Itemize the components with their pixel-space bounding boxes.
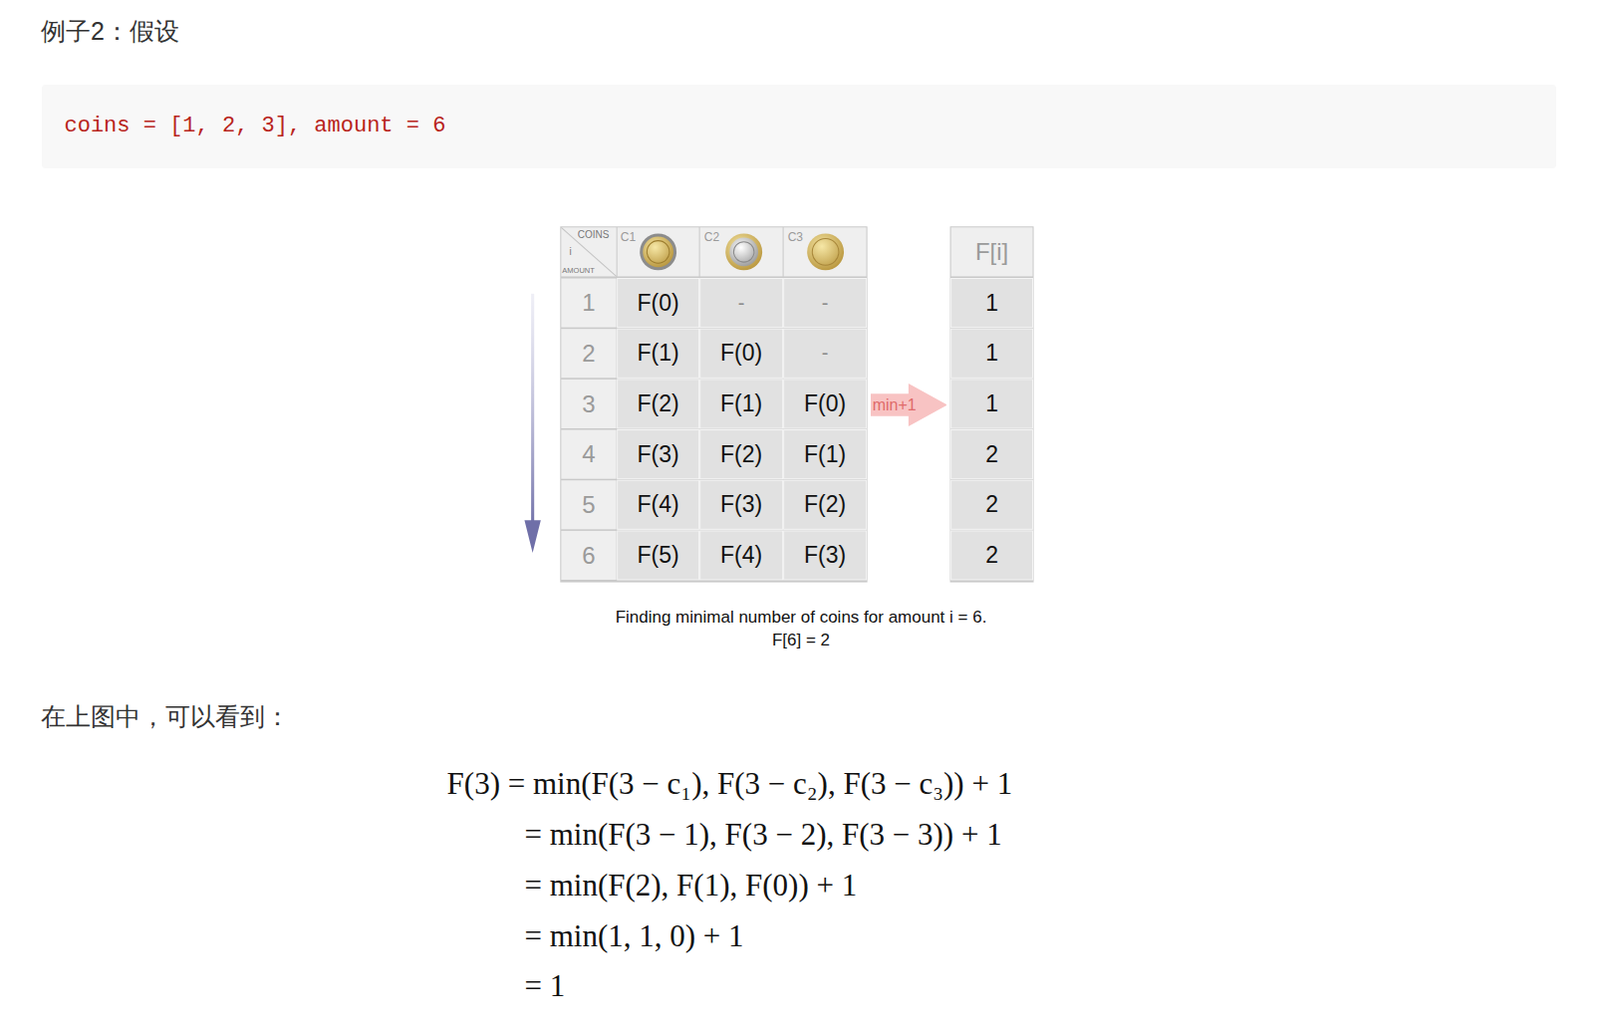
coin-icon	[639, 233, 677, 270]
table-cell: -	[700, 278, 784, 328]
table-cell: F(0)	[617, 278, 700, 328]
table-cell	[700, 430, 784, 480]
table-cell: F(4)	[700, 531, 784, 580]
table-border	[559, 226, 867, 582]
table-cell	[951, 480, 1034, 530]
table-cell	[617, 430, 700, 480]
header-cell	[560, 227, 616, 276]
row-number: 2	[560, 328, 616, 378]
paragraph: 在上图中，可以看到：	[40, 700, 290, 734]
math-line: = min(1, 1, 0) + 1	[524, 918, 744, 955]
table-cell: F(1)	[700, 379, 784, 429]
table-cell: F(4)	[617, 480, 700, 530]
header-cell	[617, 227, 700, 276]
table-cell: F(2)	[700, 430, 784, 480]
row-number-cell	[560, 430, 616, 480]
row-number: 6	[560, 531, 616, 580]
table-cell	[617, 531, 700, 580]
direction-arrow	[524, 293, 540, 553]
coin-icon	[725, 233, 763, 270]
row-number: 1	[560, 278, 616, 328]
row-number-cell	[560, 379, 616, 429]
table-cell	[700, 531, 784, 580]
row-number-cell	[560, 278, 616, 328]
math-line: = 1	[524, 968, 565, 1005]
row-number-cell	[560, 480, 616, 530]
table-cell	[617, 278, 700, 328]
table-cell	[784, 480, 867, 530]
result-cell: 1	[951, 328, 1034, 378]
code-text: coins = [1, 2, 3], amount = 6	[64, 113, 447, 139]
table-cell	[951, 278, 1034, 328]
table-cell	[951, 379, 1034, 429]
coin-icon	[806, 233, 844, 270]
table-cell	[784, 328, 867, 378]
caption: Finding minimal number of coins for amou…	[605, 605, 998, 652]
row-number: 3	[560, 379, 616, 429]
table-cell: F(3)	[784, 531, 867, 580]
header-diagonal	[560, 227, 616, 276]
table-cell: F(1)	[784, 430, 867, 480]
table-cell	[700, 379, 784, 429]
row-number-cell	[560, 531, 616, 580]
table-grid	[559, 226, 1034, 582]
table-cell	[784, 531, 867, 580]
table-cell: F(0)	[700, 328, 784, 378]
table-cell	[617, 379, 700, 429]
math-line: F(3) = min(F(3 − c₁), F(3 − c₂), F(3 − c…	[447, 766, 1014, 802]
column-label: C3	[788, 230, 803, 245]
row-number: 4	[560, 430, 616, 480]
column-header: F[i]	[951, 227, 1034, 276]
table-cell	[700, 480, 784, 530]
row-number: 5	[560, 480, 616, 530]
code-block: coins = [1, 2, 3], amount = 6	[41, 84, 1557, 169]
math-line: = min(F(2), F(1), F(0)) + 1	[524, 867, 857, 904]
arrow-shape: min+1	[870, 383, 948, 427]
table-cell: -	[784, 278, 867, 328]
result-cell: 1	[951, 379, 1034, 429]
header-cell	[951, 227, 1034, 276]
column-label: C2	[704, 230, 720, 245]
result-cell: 2	[951, 480, 1034, 530]
result-cell: 2	[951, 531, 1034, 580]
table-cell	[784, 278, 867, 328]
table-cell: F(2)	[784, 480, 867, 530]
arrow-fill	[870, 383, 948, 427]
table-cell	[951, 430, 1034, 480]
heading: 例子2：假设	[40, 14, 180, 48]
table-cell: F(3)	[700, 480, 784, 530]
arrow-label: min+1	[872, 396, 917, 415]
table-border	[950, 226, 1035, 582]
math-line: = min(F(3 − 1), F(3 − 2), F(3 − 3)) + 1	[524, 816, 1002, 853]
row-number-cell	[560, 328, 616, 378]
table-cell	[617, 328, 700, 378]
header-cell	[700, 227, 784, 276]
table-cell	[951, 531, 1034, 580]
table-cell: F(5)	[617, 531, 700, 580]
result-cell: 2	[951, 430, 1034, 480]
result-cell: 1	[951, 278, 1034, 328]
table-cell	[784, 379, 867, 429]
table-cell: F(1)	[617, 328, 700, 378]
table-cell	[951, 328, 1034, 378]
table-cell	[784, 430, 867, 480]
header-label: AMOUNT	[561, 266, 595, 275]
table-cell	[700, 278, 784, 328]
header-label: COINS	[577, 229, 610, 241]
header-cell	[784, 227, 867, 276]
table-cell: F(3)	[617, 430, 700, 480]
table-cell: -	[784, 328, 867, 378]
table-cell: F(0)	[784, 379, 867, 429]
header-label: i	[569, 246, 572, 258]
column-label: C1	[620, 230, 636, 245]
table-cell: F(2)	[617, 379, 700, 429]
table-cell	[617, 480, 700, 530]
table-cell	[700, 328, 784, 378]
